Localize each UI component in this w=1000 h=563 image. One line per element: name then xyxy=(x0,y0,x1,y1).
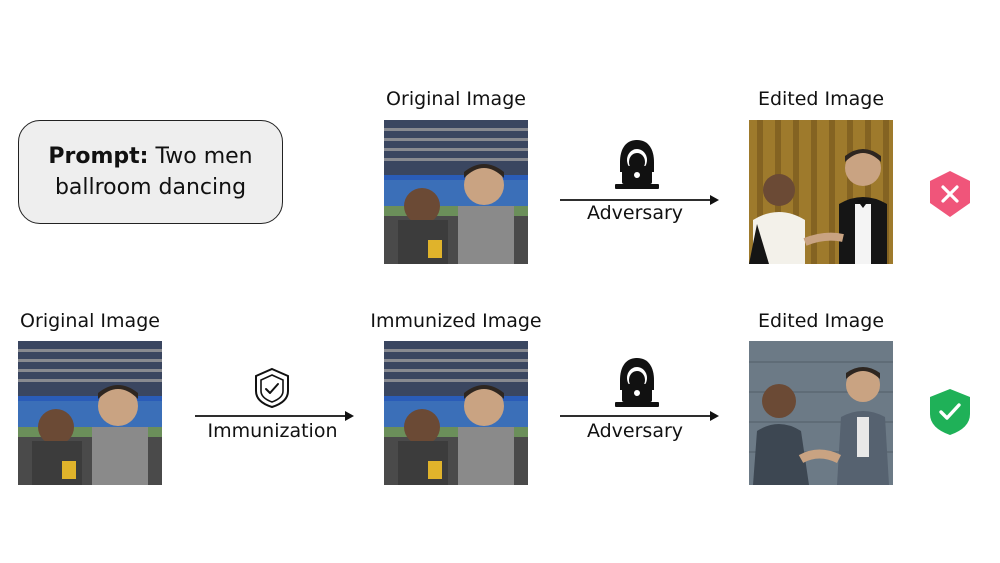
row1-adversary-label: Adversary xyxy=(586,202,684,224)
row1-original-image xyxy=(384,120,528,264)
row2-shield-check-icon xyxy=(928,388,972,440)
row1-shield-x-icon xyxy=(928,170,972,222)
row2-original-image xyxy=(18,341,162,485)
immunization-label: Immunization xyxy=(207,420,338,442)
row1-edited-label: Edited Image xyxy=(757,88,885,110)
prompt-content: Two men ballroom dancing xyxy=(54,144,253,200)
row1-edited-image xyxy=(749,120,893,264)
row2-immunized-image xyxy=(384,341,528,485)
row2-edited-image xyxy=(749,341,893,485)
prompt-text: Prompt: Two men ballroom dancing xyxy=(35,141,266,203)
immunization-arrow xyxy=(195,408,355,427)
row2-original-label: Original Image xyxy=(20,310,160,332)
row1-original-label: Original Image xyxy=(386,88,526,110)
row2-edited-label: Edited Image xyxy=(757,310,885,332)
row1-hacker-laptop-icon xyxy=(613,138,661,194)
immunization-shield-icon xyxy=(253,367,291,413)
row2-hacker-laptop-icon xyxy=(613,356,661,412)
row2-adversary-label: Adversary xyxy=(586,420,684,442)
prompt-box: Prompt: Two men ballroom dancing xyxy=(18,120,283,224)
row2-immunized-label: Immunized Image xyxy=(370,310,542,332)
row2-adversary-arrow xyxy=(560,408,720,427)
row1-adversary-arrow xyxy=(560,192,720,211)
prompt-bold-label: Prompt: xyxy=(48,144,149,169)
